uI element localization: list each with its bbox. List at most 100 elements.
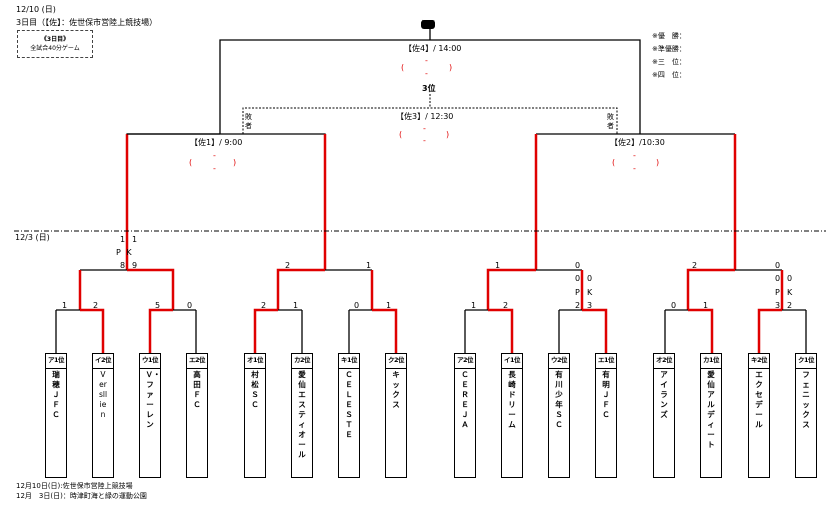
qf2-score-left: 2	[285, 261, 291, 270]
semi-right-match-info: 【佐2】/10:30	[610, 138, 665, 147]
r1-m2-right: 0	[187, 301, 193, 310]
r1-m1-left: 1	[62, 301, 68, 310]
team-seed: キ2位	[749, 354, 769, 369]
team-seed: オ2位	[654, 354, 674, 369]
game-length-note: 《3日目》 全試合40分ゲーム	[17, 30, 93, 58]
team-name: キックス	[392, 370, 400, 409]
team-seed: エ1位	[596, 354, 616, 369]
team-name: Versllien	[98, 370, 108, 419]
r1-m2-left: 5	[155, 301, 161, 310]
team-seed: キ1位	[339, 354, 359, 369]
qf4-pk-b: 0	[787, 274, 793, 283]
team-box: エ1位有明ＪＦＣ	[595, 353, 617, 478]
third-place-label: 3位	[422, 84, 436, 93]
team-name: 高田ＦＣ	[193, 370, 201, 409]
footer-venue-2: 12月 3日(日)：時津町海と緑の運動公園	[16, 492, 147, 500]
team-seed: カ1位	[701, 354, 721, 369]
qf1-pk-right: 9	[132, 261, 138, 270]
header-day-label: 3日目（【佐】：佐世保市営陸上競技場）	[16, 18, 158, 27]
third-place-bracket	[242, 107, 618, 134]
champion-label: 優勝	[421, 20, 435, 29]
team-box: オ1位村松ＳＣ	[244, 353, 266, 478]
qf2-score-right: 1	[366, 261, 372, 270]
team-name: Ｖ・ファーレン	[145, 370, 161, 429]
team-name: ＣＥＬＥＳＴＥ	[345, 370, 353, 439]
r1-m4-right: 1	[386, 301, 392, 310]
semi-right-dash-bottom: -	[633, 164, 636, 173]
qf3-pk-a: 0	[575, 274, 581, 283]
qf3-pk-d: 3	[587, 301, 593, 310]
final-bracket	[219, 39, 641, 134]
qf4-pk-k: K	[787, 288, 793, 297]
loser-label-left: 敗者	[245, 113, 252, 130]
third-score-close: )	[446, 130, 450, 139]
team-box: エ2位高田ＦＣ	[186, 353, 208, 478]
footer-venue-1: 12月10日(日):佐世保市営陸上競技場	[16, 482, 133, 490]
team-name: 有川少年ＳＣ	[555, 370, 563, 429]
team-box: オ2位アイランズ	[653, 353, 675, 478]
qf4-pk-c: 3	[775, 301, 781, 310]
semi-right-score-close: )	[656, 158, 660, 167]
team-seed: ク1位	[796, 354, 816, 369]
r1-m5-left: 1	[471, 301, 477, 310]
semi-left-dash-top: -	[213, 151, 216, 160]
final-score-dash-bottom: -	[425, 69, 428, 78]
team-seed: イ1位	[502, 354, 522, 369]
qf3-pk-b: 0	[587, 274, 593, 283]
team-seed: カ2位	[292, 354, 312, 369]
semi-right-score-open: (	[612, 158, 616, 167]
legend-fourth: ※四 位：	[652, 71, 686, 79]
note-line1: 《3日目》	[40, 36, 70, 43]
qf3-score-left: 1	[495, 261, 501, 270]
team-name: 愛仙アルディート	[707, 370, 715, 449]
semi-left-score-close: )	[233, 158, 237, 167]
team-seed: イ2位	[93, 354, 113, 369]
team-seed: オ1位	[245, 354, 265, 369]
r1-m5-right: 2	[503, 301, 509, 310]
legend-champion: ※優 勝：	[652, 32, 686, 40]
r1-m4-left: 0	[354, 301, 360, 310]
legend-third: ※三 位：	[652, 58, 686, 66]
semi-left-dash-bottom: -	[213, 164, 216, 173]
qf4-score-right: 0	[775, 261, 781, 270]
qf1-score-right: 1	[132, 235, 138, 244]
team-name: ＣＥＲＥＪＡ	[461, 370, 469, 429]
team-seed: ク2位	[386, 354, 406, 369]
semi-right-dash-top: -	[633, 151, 636, 160]
team-box: ウ2位有川少年ＳＣ	[548, 353, 570, 478]
qf1-pk-left: 8	[120, 261, 126, 270]
team-seed: ウ2位	[549, 354, 569, 369]
team-name: 愛仙エスティオール	[298, 370, 306, 459]
third-score-dash-top: -	[423, 124, 426, 133]
third-score-dash-bottom: -	[423, 136, 426, 145]
team-box: ア1位瑞穂ＪＦＣ	[45, 353, 67, 478]
r1-m7-right: 1	[703, 301, 709, 310]
team-name: エクセデール	[755, 370, 763, 429]
r1-m3-right: 1	[293, 301, 299, 310]
team-box: キ2位エクセデール	[748, 353, 770, 478]
team-name: アイランズ	[660, 370, 668, 419]
legend-runner-up: ※準優勝：	[652, 45, 686, 53]
team-box: ク2位キックス	[385, 353, 407, 478]
qf3-score-right: 0	[575, 261, 581, 270]
header-date: 12/10 (日)	[16, 5, 56, 14]
semi-left-match-info: 【佐1】/ 9:00	[190, 138, 243, 147]
r1-m3-left: 2	[261, 301, 267, 310]
team-box: イ1位長崎ドリーム	[501, 353, 523, 478]
team-box: カ2位愛仙エスティオール	[291, 353, 313, 478]
r1-m1-right: 2	[93, 301, 99, 310]
team-box: カ1位愛仙アルディート	[700, 353, 722, 478]
team-seed: ウ1位	[140, 354, 160, 369]
qf1-pk-label: P K	[116, 248, 132, 257]
r1-m7-left: 0	[671, 301, 677, 310]
qf4-pk-p: P	[775, 288, 780, 297]
team-name: 長崎ドリーム	[508, 370, 516, 429]
third-score-open: (	[399, 130, 403, 139]
team-name: 瑞穂ＪＦＣ	[52, 370, 60, 419]
team-name: 有明ＪＦＣ	[602, 370, 610, 419]
